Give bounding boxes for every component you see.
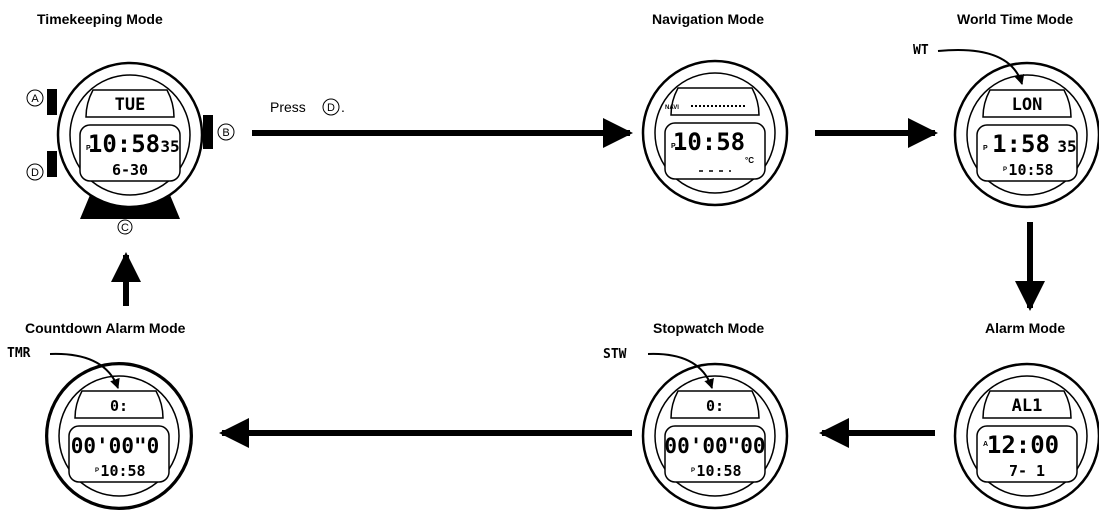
countdown-code-pointer <box>49 352 120 389</box>
arrows <box>111 118 1045 448</box>
button-d-label: D <box>31 167 39 179</box>
world-time-title: World Time Mode <box>957 11 1073 27</box>
button-a-label-icon <box>26 89 44 107</box>
pm-indicator: P <box>671 143 676 150</box>
countdown-title: Countdown Alarm Mode <box>25 320 186 336</box>
seconds-display: 35 <box>160 137 179 156</box>
pm-indicator: P <box>983 145 988 152</box>
am-indicator: A <box>983 441 988 448</box>
navigation-watch: NAVI 10:58 P °C <box>641 59 789 207</box>
stopwatch-code-pointer <box>647 352 714 389</box>
timekeeping-title: Timekeeping Mode <box>37 11 163 27</box>
world-time-code: WT <box>913 43 929 58</box>
alarm-title: Alarm Mode <box>985 320 1065 336</box>
home-time-display: 10:58 <box>1008 161 1053 179</box>
city-display: LON <box>1012 95 1043 115</box>
button-b-body <box>203 115 213 149</box>
alarm-date-display: 7- 1 <box>1009 462 1045 480</box>
day-display: TUE <box>115 95 146 115</box>
pm-indicator: P <box>95 468 99 474</box>
alarm-watch: AL1 12:00 7- 1 A <box>953 362 1099 510</box>
elapsed-time-display: 00'00"00 <box>664 434 765 458</box>
navi-indicator: NAVI <box>665 105 679 111</box>
alarm-number-display: AL1 <box>1012 396 1043 416</box>
button-c-label-icon <box>117 219 133 235</box>
world-time-code-pointer <box>937 49 1025 85</box>
pm-indicator: P <box>691 468 695 474</box>
temperature-unit: °C <box>745 156 754 165</box>
navigation-title: Navigation Mode <box>652 11 764 27</box>
time-display: 10:58 <box>673 128 745 156</box>
remaining-time-display: 00'00"0 <box>71 434 160 458</box>
button-b-label-icon <box>217 123 235 141</box>
pm-indicator: P <box>86 145 91 152</box>
alarm-time-display: 12:00 <box>987 431 1059 459</box>
countdown-watch: 0: 00'00"0 10:58 P <box>45 362 193 510</box>
timekeeping-watch: TUE 10:58 35 6-30 P A D B C <box>26 61 235 235</box>
time-display: 10:58 <box>88 130 160 158</box>
button-d-body <box>47 151 57 177</box>
press-period: . <box>341 99 345 115</box>
press-instruction: Press <box>270 99 306 115</box>
stopwatch-watch: 0: 00'00"00 10:58 P <box>641 362 789 510</box>
seconds-display: 35 <box>1057 137 1076 156</box>
home-time-display: 10:58 <box>100 462 145 480</box>
home-pm-indicator: P <box>1003 167 1007 173</box>
button-a-body <box>47 89 57 115</box>
date-display: 6-30 <box>112 161 148 179</box>
stopwatch-code: STW <box>603 347 627 362</box>
button-c-label: C <box>121 222 129 234</box>
countdown-code: TMR <box>7 346 31 361</box>
button-d-label-icon <box>26 163 44 181</box>
press-instruction-button: D <box>327 102 335 114</box>
d-button-icon <box>322 98 340 116</box>
button-b-label: B <box>222 127 229 139</box>
stopwatch-top-display: 0: <box>706 397 724 415</box>
stopwatch-title: Stopwatch Mode <box>653 320 764 336</box>
button-a-label: A <box>31 93 39 105</box>
countdown-top-display: 0: <box>110 397 128 415</box>
world-time-watch: LON 1:58 35 10:58 P P <box>953 61 1099 209</box>
time-display: 1:58 <box>992 130 1050 158</box>
home-time-display: 10:58 <box>696 462 741 480</box>
